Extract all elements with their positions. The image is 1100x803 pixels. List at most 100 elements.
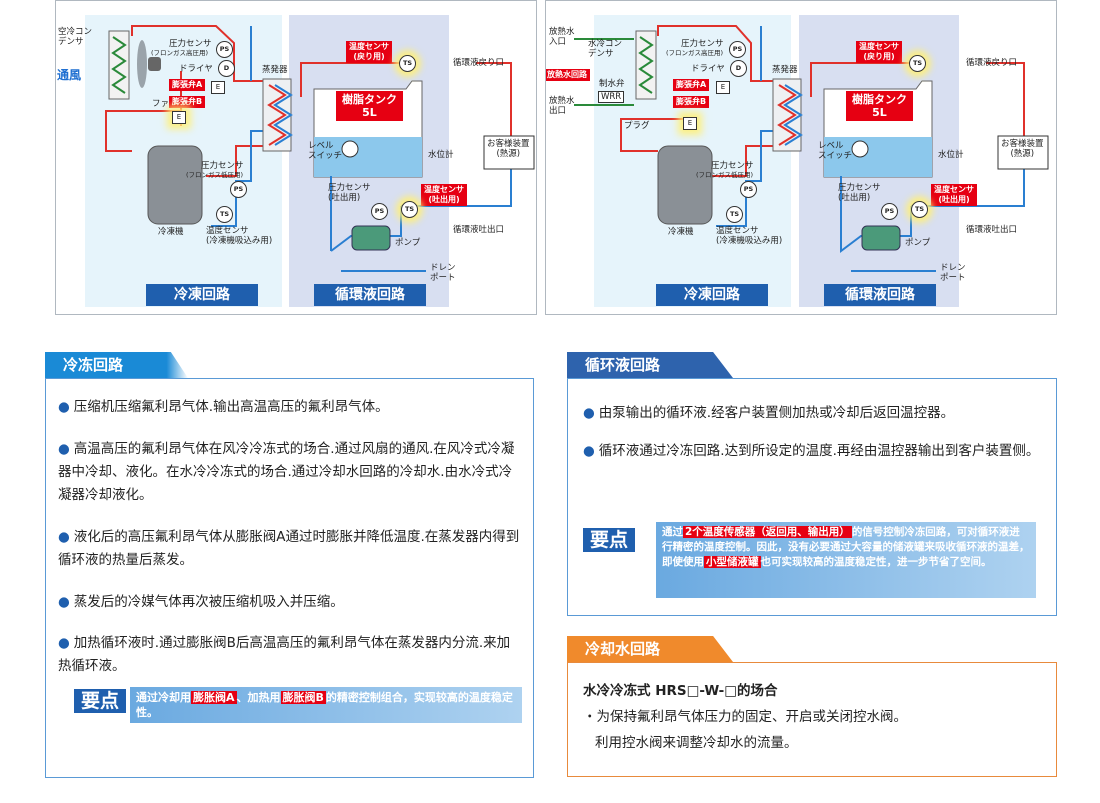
water-valve-label: 制水弁	[599, 79, 625, 89]
pressure-sensor-discharge-icon: PS	[371, 203, 388, 220]
bullet-dot-icon: ●	[58, 529, 70, 545]
diagram-air-cooled: 空冷コン デンサ 通風 ファン 圧力センサ (フロンガス高圧用) PS ドライヤ…	[55, 0, 537, 315]
circulation-panel-title: 循环液回路	[567, 352, 733, 378]
temp-sensor-suction-icon: TS	[726, 206, 743, 223]
section-circulation-tag: 循環液回路	[314, 284, 426, 306]
water-gauge-label: 水位計	[938, 150, 964, 160]
diagram-water-cooled-lines	[574, 15, 1049, 307]
section-refrigeration-tag: 冷凍回路	[656, 284, 768, 306]
pressure-sensor-low-label: 圧力センサ	[201, 161, 244, 171]
drain-port-label: ドレン ポート	[430, 263, 456, 283]
pressure-sensor-high-label: 圧力センサ	[169, 39, 212, 49]
cooling-water-line-1: ・为保持氟利昂气体压力的固定、开启或关闭控水阀。	[583, 709, 907, 725]
pressure-sensor-low-icon: PS	[740, 181, 757, 198]
diagram-water-cooled: 放熱水 入口 放熱水 出口 水冷コン デンサ 放熱水回路 制水弁 WRR プラグ…	[545, 0, 1057, 315]
expansion-valve-b-tag: 膨張弁B	[673, 96, 710, 108]
expansion-valve-a-tag: 膨張弁A	[673, 79, 710, 91]
outlet-port-label: 循環液吐出口	[966, 225, 1018, 235]
tank-tag: 樹脂タンク 5L	[336, 91, 403, 121]
refrigeration-panel	[45, 378, 534, 778]
dryer-icon: D	[218, 60, 235, 77]
water-circuit-tag: 放熱水回路	[546, 69, 590, 81]
expansion-valve-a-tag: 膨張弁A	[169, 79, 206, 91]
temp-sensor-discharge-icon: TS	[911, 201, 928, 218]
expansion-valve-b-tag: 膨張弁B	[169, 96, 206, 108]
bullet-dot-icon: ●	[583, 405, 595, 421]
compressor-label: 冷凍機	[158, 227, 184, 237]
circulation-bullet-2: ●循环液通过冷冻回路.达到所设定的温度.再经由温控器输出到客户装置侧。	[583, 443, 1040, 459]
refrigeration-bullet-3: ●液化后的高压氟利昂气体从膨胀阀A通过时膨胀并降低温度.在蒸发器内得到循环液的热…	[58, 529, 520, 568]
refrigeration-panel-title: 冷冻回路	[45, 352, 188, 378]
temp-sensor-return-tag: 温度センサ (戻り用)	[856, 41, 902, 63]
bullet-dot-icon: ●	[583, 443, 595, 459]
customer-device-label: お客様装置 (熱源)	[1001, 139, 1044, 159]
dryer-label: ドライヤ	[179, 64, 213, 74]
pump-label: ポンプ	[395, 238, 421, 248]
cooling-water-panel-title: 冷却水回路	[567, 636, 733, 662]
dryer-label: ドライヤ	[691, 64, 725, 74]
dryer-icon: D	[730, 60, 747, 77]
section-refrigeration-tag: 冷凍回路	[146, 284, 258, 306]
temp-sensors-highlight: 2个温度传感器（返回用、输出用）	[683, 526, 852, 538]
air-condenser-label: 空冷コン デンサ	[58, 27, 93, 47]
cooling-water-in-label: 放熱水 入口	[549, 27, 575, 47]
pressure-sensor-discharge-label: 圧力センサ (吐出用)	[328, 183, 371, 203]
cooling-water-line-2: 利用控水阀来调整冷却水的流量。	[595, 735, 798, 751]
temp-sensor-return-icon: TS	[909, 55, 926, 72]
return-port-label: 循環液戻り口	[966, 58, 1018, 68]
valve-b-e-icon: E	[172, 111, 186, 124]
circulation-key-label: 要点	[583, 528, 636, 552]
expansion-valve-a-highlight: 膨胀阀A	[191, 691, 237, 704]
temp-sensor-return-tag: 温度センサ (戻り用)	[346, 41, 392, 63]
pressure-sensor-low-label: 圧力センサ	[711, 161, 754, 171]
refrigeration-bullet-2: ●高温高压的氟利昂气体在风冷冷冻式的场合.通过风扇的通风.在风冷式冷凝器中冷却、…	[58, 441, 515, 503]
fan-label: ファン	[152, 99, 178, 109]
pressure-sensor-high-label: 圧力センサ	[681, 39, 724, 49]
level-switch-label: レベル スイッチ	[308, 141, 343, 161]
compressor-label: 冷凍機	[668, 227, 694, 237]
return-port-label: 循環液戻り口	[453, 58, 505, 68]
circulation-bullet-1: ●由泵输出的循环液.经客户装置侧加热或冷却后返回温控器。	[583, 405, 955, 421]
pump-label: ポンプ	[905, 238, 931, 248]
pressure-sensor-low-sub: (フロンガス低圧用)	[186, 171, 244, 179]
section-circulation-tag: 循環液回路	[824, 284, 936, 306]
pressure-sensor-low-sub: (フロンガス低圧用)	[696, 171, 754, 179]
water-gauge-label: 水位計	[428, 150, 454, 160]
customer-device-label: お客様装置 (熱源)	[487, 139, 530, 159]
refrigeration-bullet-5: ●加热循环液时.通过膨胀阀B后高温高压的氟利昂气体在蒸发器内分流.来加热循环液。	[58, 635, 511, 674]
plug-label: プラグ	[624, 121, 650, 131]
temp-sensor-suction-label: 温度センサ (冷凍機吸込み用)	[716, 226, 783, 246]
water-valve-code: WRR	[598, 91, 625, 103]
evaporator-label: 蒸発器	[772, 65, 798, 75]
temp-sensor-suction-label: 温度センサ (冷凍機吸込み用)	[206, 226, 273, 246]
cooling-water-out-label: 放熱水 出口	[549, 96, 575, 116]
circulation-panel	[567, 378, 1057, 616]
expansion-valve-b-highlight: 膨胀阀B	[280, 691, 326, 704]
cooling-water-panel	[567, 662, 1057, 777]
temp-sensor-discharge-tag: 温度センサ (吐出用)	[931, 184, 977, 206]
pressure-sensor-high-icon: PS	[729, 41, 746, 58]
temp-sensor-return-icon: TS	[399, 55, 416, 72]
valve-b-e-icon: E	[683, 117, 697, 130]
drain-port-label: ドレン ポート	[940, 263, 966, 283]
temp-sensor-discharge-tag: 温度センサ (吐出用)	[421, 184, 467, 206]
pressure-sensor-high-sub: (フロンガス高圧用)	[151, 49, 209, 57]
bullet-dot-icon: ●	[58, 635, 70, 651]
valve-a-e-icon: E	[211, 81, 225, 94]
pressure-sensor-high-sub: (フロンガス高圧用)	[666, 49, 724, 57]
bullet-dot-icon: ●	[58, 594, 70, 610]
evaporator-label: 蒸発器	[262, 65, 288, 75]
refrigeration-bullet-4: ●蒸发后的冷媒气体再次被压缩机吸入并压缩。	[58, 594, 344, 610]
small-tank-highlight: 小型储液罐	[704, 556, 761, 568]
airflow-label: 通風	[57, 68, 82, 82]
tank-tag: 樹脂タンク 5L	[846, 91, 913, 121]
valve-a-e-icon: E	[716, 81, 730, 94]
pressure-sensor-discharge-icon: PS	[881, 203, 898, 220]
refrigeration-bullet-1: ●压缩机压缩氟利昂气体.输出高温高压的氟利昂气体。	[58, 399, 389, 415]
outlet-port-label: 循環液吐出口	[453, 225, 505, 235]
level-switch-label: レベル スイッチ	[818, 141, 853, 161]
temp-sensor-suction-icon: TS	[216, 206, 233, 223]
water-condenser-label: 水冷コン デンサ	[588, 39, 623, 59]
